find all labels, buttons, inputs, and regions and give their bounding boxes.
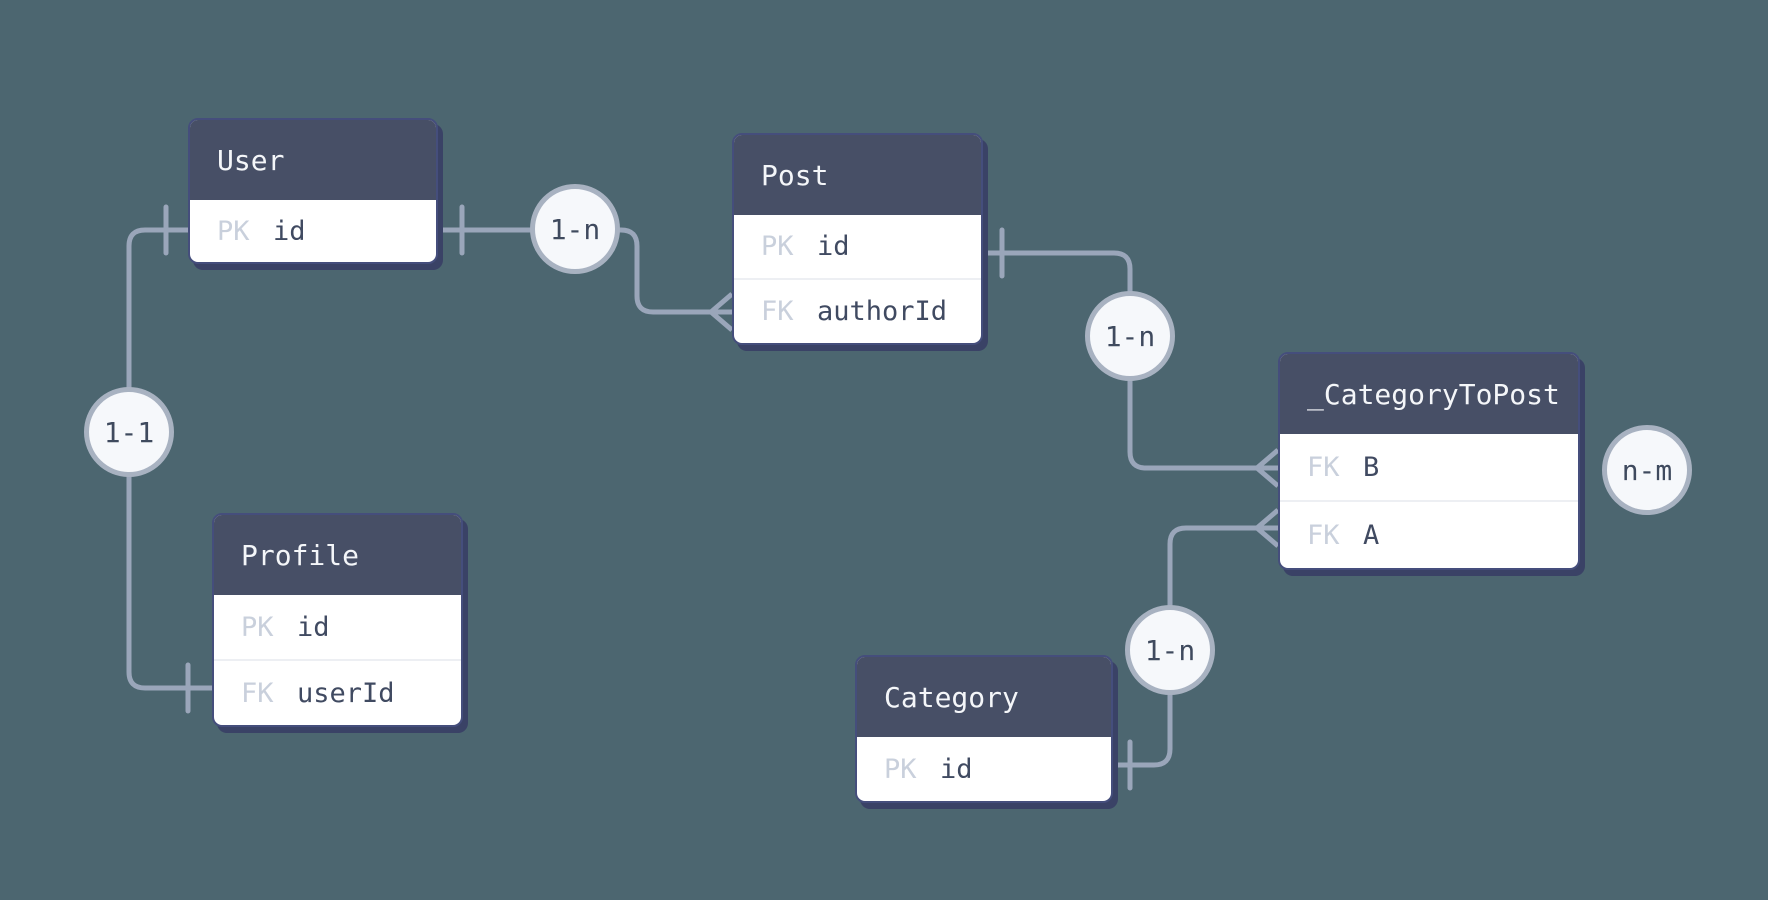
entity-category[interactable]: Category PK id [855,655,1113,803]
key-badge: PK [241,611,274,643]
cardinality-label: n-m [1621,453,1673,487]
column-name: id [940,753,973,785]
entity-user-rows: PK id [190,200,436,262]
entity-profile[interactable]: Profile PK id FK userId [212,513,463,727]
column-name: A [1363,519,1380,551]
column-name: authorId [817,296,948,327]
key-badge: FK [1307,519,1340,551]
column-row: PK id [214,595,461,659]
column-name: id [273,215,306,247]
column-row: PK id [190,200,436,262]
column-row: FK authorId [734,278,981,343]
entity-category-header: Category [857,657,1111,737]
column-row: PK id [857,737,1111,801]
column-name: id [297,611,330,643]
key-badge: PK [217,215,250,247]
entity-profile-header: Profile [214,515,461,595]
entity-title: Post [761,158,829,192]
entity-category-rows: PK id [857,737,1111,801]
crowfoot-icon-post-authorid [708,292,734,332]
column-row: FK userId [214,659,461,725]
entity-categorytopost-header: _CategoryToPost [1280,354,1578,434]
entity-user[interactable]: User PK id [188,118,438,264]
key-badge: FK [761,296,794,327]
column-row: FK A [1280,500,1578,568]
column-name: B [1363,451,1380,483]
cardinality-badge-user-profile: 1-1 [84,387,174,477]
column-name: userId [297,677,395,709]
column-row: FK B [1280,434,1578,500]
entity-categorytopost[interactable]: _CategoryToPost FK B FK A [1278,352,1580,570]
entity-post[interactable]: Post PK id FK authorId [732,133,983,345]
entity-categorytopost-rows: FK B FK A [1280,434,1578,568]
cardinality-label: 1-n [1144,633,1196,667]
cardinality-label: 1-n [549,212,601,246]
cardinality-badge-post-categorytopost: 1-n [1085,291,1175,381]
key-badge: PK [884,753,917,785]
cardinality-badge-many-to-many: n-m [1602,425,1692,515]
entity-post-rows: PK id FK authorId [734,215,981,343]
cardinality-badge-category-categorytopost: 1-n [1125,605,1215,695]
key-badge: PK [761,231,794,262]
cardinality-label: 1-n [1104,319,1156,353]
entity-user-header: User [190,120,436,200]
cardinality-badge-user-post: 1-n [530,184,620,274]
entity-title: User [217,143,285,177]
crowfoot-icon-categorytopost-a [1254,508,1280,548]
column-row: PK id [734,215,981,278]
entity-title: _CategoryToPost [1307,377,1560,411]
wire-user-post [438,227,711,315]
column-name: id [817,231,850,262]
entity-profile-rows: PK id FK userId [214,595,461,725]
cardinality-label: 1-1 [103,415,155,449]
entity-post-header: Post [734,135,981,215]
entity-title: Category [884,680,1019,714]
entity-title: Profile [241,538,360,572]
key-badge: FK [241,677,274,709]
crowfoot-icon-categorytopost-b [1254,448,1280,488]
key-badge: FK [1307,451,1340,483]
